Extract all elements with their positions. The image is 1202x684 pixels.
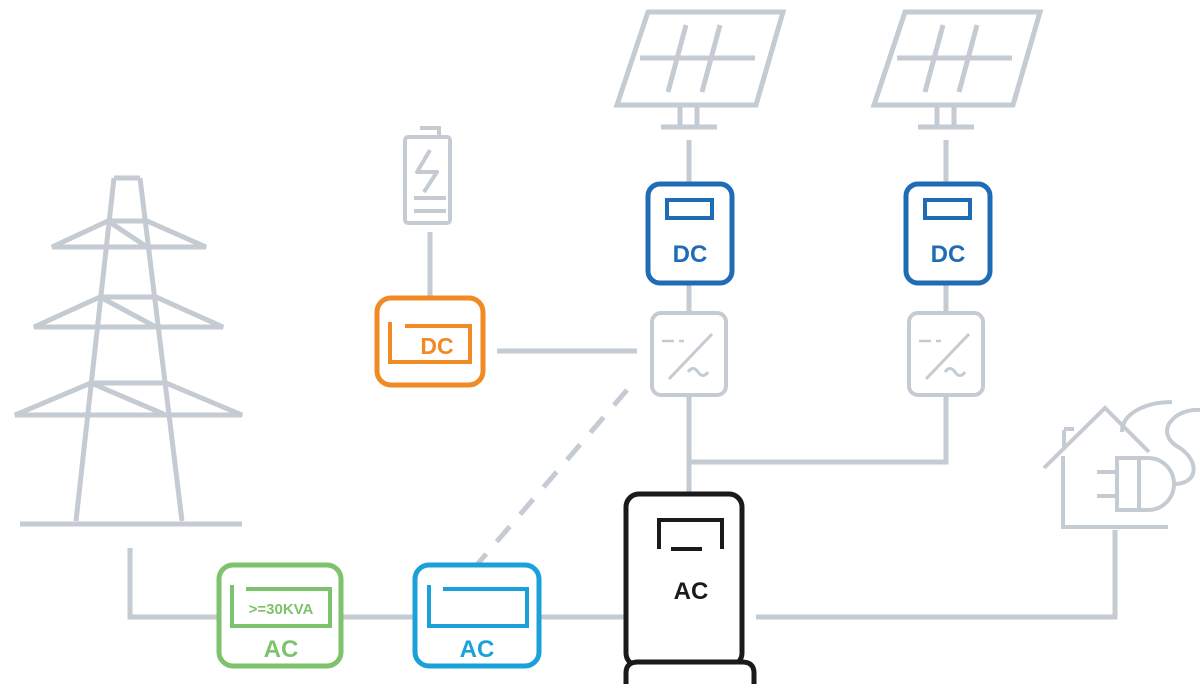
battery-dc-meter: DC — [374, 295, 486, 388]
solar-panel-icon-1 — [613, 9, 787, 130]
pv-meter-2-label: DC — [931, 241, 966, 268]
house-plug-icon — [1042, 400, 1201, 529]
inverter-meter-label: AC — [460, 636, 495, 663]
inverter-icon-2 — [907, 311, 985, 397]
inverter-meter-display — [427, 585, 529, 628]
main-cabinet-base — [623, 659, 757, 684]
battery-icon — [403, 126, 452, 225]
main-cabinet-display — [657, 518, 724, 549]
main-ac-cabinet: AC — [623, 491, 757, 684]
pv-meter-1-display — [665, 198, 714, 220]
battery-meter-label: DC — [420, 333, 453, 359]
main-cabinet-label: AC — [674, 578, 709, 605]
solar-panel-icon-2 — [870, 9, 1044, 130]
grid-meter-rating: >=30KVA — [249, 601, 314, 618]
house-connection-line — [756, 530, 1118, 620]
connection-lines — [127, 140, 1118, 620]
inverter2-bus-line — [689, 397, 949, 465]
pv-dc-meter-2: DC — [903, 181, 993, 286]
grid-connection-line — [127, 548, 218, 620]
pv-meter-1-label: DC — [673, 241, 708, 268]
battery-meter-display — [388, 322, 472, 364]
grid-meter-label: AC — [264, 636, 299, 663]
pv-dc-meter-1: DC — [645, 181, 735, 286]
grid-meter-display — [230, 585, 332, 628]
grid-ac-meter: >=30KVA AC — [216, 562, 344, 669]
communication-dashed-line — [473, 388, 629, 569]
inverter-icon-1 — [650, 311, 728, 397]
inverter-ac-meter: AC — [412, 562, 542, 669]
pv-meter-2-display — [923, 198, 972, 220]
transmission-tower-icon — [14, 175, 243, 527]
